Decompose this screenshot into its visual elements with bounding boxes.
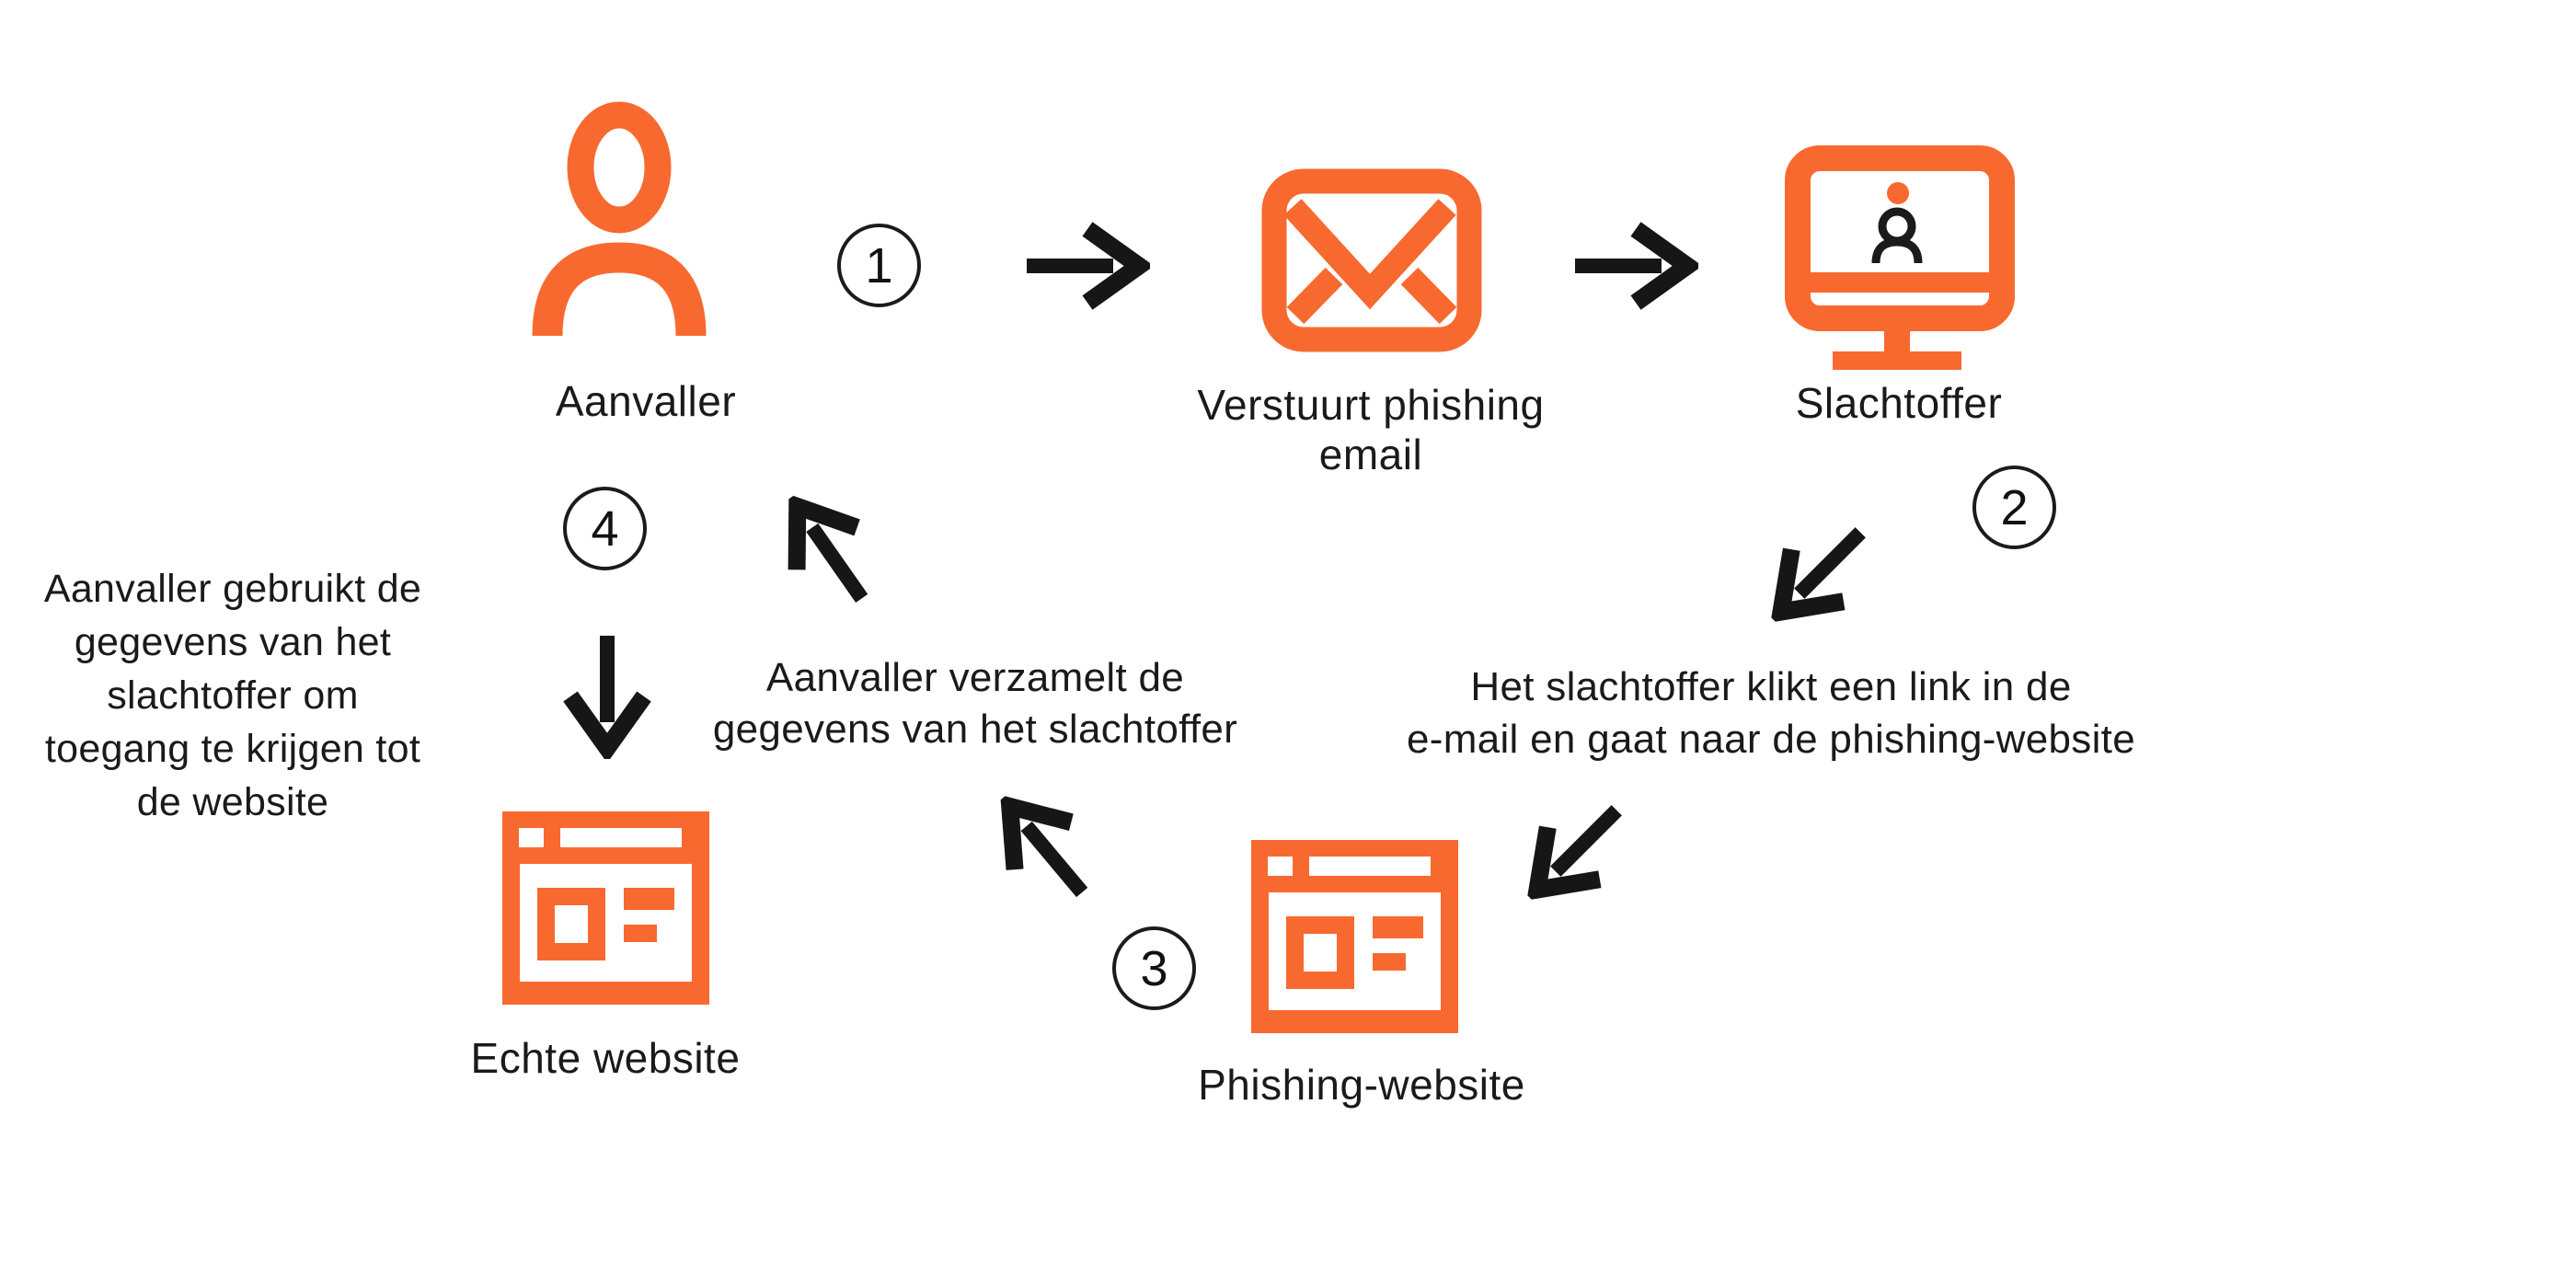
- step-1-badge: 1: [837, 224, 921, 307]
- arrow-up-left-icon: [753, 471, 903, 629]
- arrow-down-left-icon: [1497, 774, 1653, 930]
- person-icon: [527, 101, 711, 340]
- step-4-description-line-1: Aanvaller gebruikt de: [43, 567, 422, 611]
- arrow-right-icon: [1570, 220, 1698, 312]
- step-4-description-line-2: gegevens van het: [74, 620, 392, 664]
- arrow-right-icon: [1021, 220, 1150, 312]
- email-label: Verstuurt phishing email: [1197, 381, 1545, 478]
- arrow-down-icon: [561, 630, 653, 759]
- step-4-badge: 4: [563, 487, 647, 570]
- step-3-description: Aanvaller verzamelt de gegevens van het …: [607, 652, 1343, 755]
- step-4-description-line-5: de website: [136, 780, 329, 824]
- step-3-description-line-1: Aanvaller verzamelt de: [765, 655, 1185, 700]
- step-4-number: 4: [591, 500, 619, 557]
- step-3-badge: 3: [1112, 926, 1196, 1010]
- step-4-description: Aanvaller gebruikt de gegevens van het s…: [3, 562, 463, 829]
- step-3-description-line-2: gegevens van het slachtoffer: [712, 707, 1238, 752]
- browser-window-icon: [1251, 840, 1458, 1033]
- monitor-user-icon: [1785, 145, 2015, 371]
- arrow-down-left-icon: [1741, 496, 1897, 652]
- step-2-description-line-1: Het slachtoffer klikt een link in de: [1470, 664, 2072, 709]
- step-2-description-line-2: e-mail en gaat naar de phishing-website: [1407, 717, 2135, 762]
- step-2-description: Het slachtoffer klikt een link in de e-m…: [1357, 661, 2185, 765]
- step-2-number: 2: [2000, 479, 2029, 535]
- step-1-number: 1: [865, 237, 893, 293]
- arrow-up-left-icon: [968, 768, 1121, 926]
- phishing-site-label: Phishing-website: [1198, 1061, 1525, 1109]
- attacker-label: Aanvaller: [555, 377, 737, 425]
- real-site-label: Echte website: [470, 1034, 741, 1082]
- step-4-description-line-3: slachtoffer om: [107, 673, 359, 718]
- victim-label: Slachtoffer: [1795, 379, 2003, 427]
- step-4-description-line-4: toegang te krijgen tot: [44, 727, 421, 771]
- browser-window-icon: [502, 811, 709, 1005]
- envelope-icon: [1261, 168, 1482, 352]
- step-3-number: 3: [1140, 940, 1168, 996]
- step-2-badge: 2: [1972, 466, 2056, 549]
